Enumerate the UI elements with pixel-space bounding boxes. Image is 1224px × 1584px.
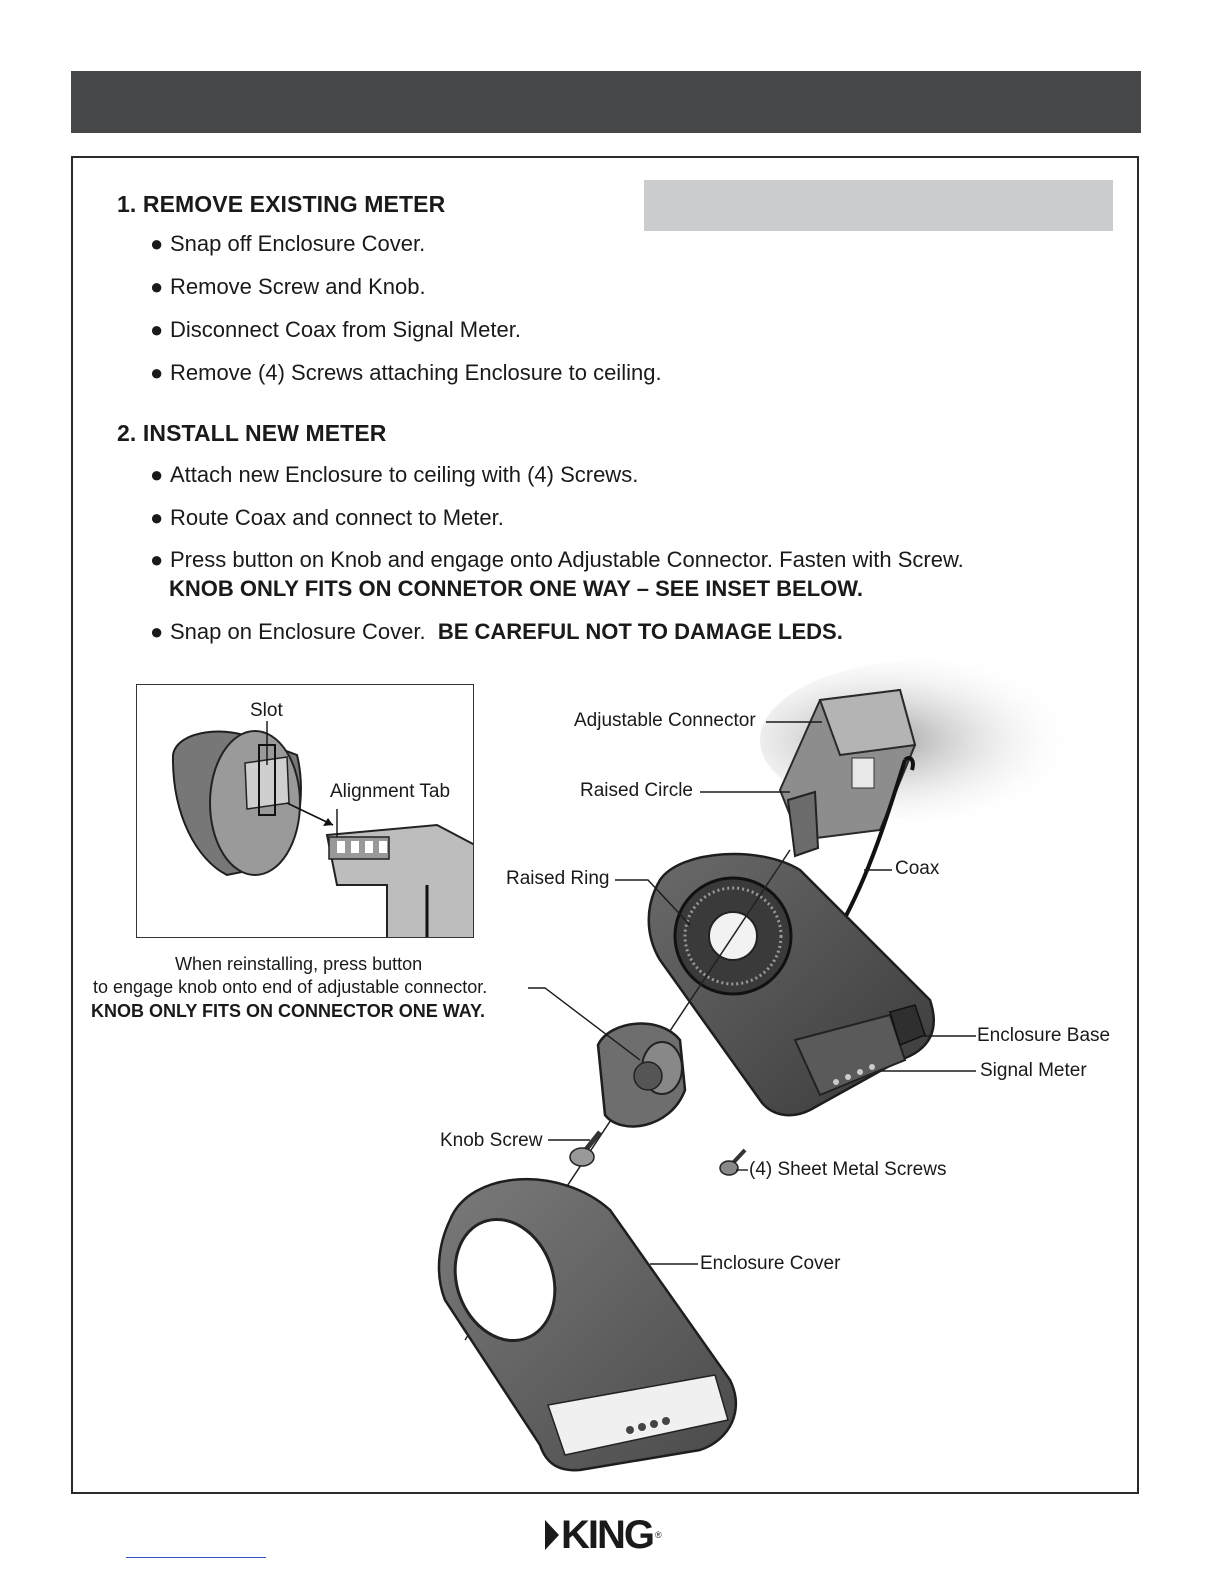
caption-line-3: KNOB ONLY FITS ON CONNECTOR ONE WAY. xyxy=(91,1001,485,1022)
slot-label: Slot xyxy=(250,700,283,722)
knob-art xyxy=(598,1024,685,1127)
sheet-metal-screw-art xyxy=(720,1150,745,1175)
alignment-inset: Slot Alignment Tab xyxy=(136,684,474,938)
signal-meter-label: Signal Meter xyxy=(980,1060,1087,1082)
raised-ring-label: Raised Ring xyxy=(506,868,610,890)
knob-screw-art xyxy=(570,1132,600,1166)
logo-arrow-icon xyxy=(545,1520,559,1550)
enclosure-cover-label: Enclosure Cover xyxy=(700,1253,840,1275)
sheet-metal-screws-label: (4) Sheet Metal Screws xyxy=(749,1159,946,1181)
enclosure-base-label: Enclosure Base xyxy=(977,1025,1110,1047)
logo-wordmark: KING xyxy=(561,1513,653,1558)
knob-screw-label: Knob Screw xyxy=(440,1130,542,1152)
king-logo: KING® xyxy=(545,1513,662,1557)
alignment-tab-label: Alignment Tab xyxy=(330,781,450,803)
inset-illustration xyxy=(137,685,474,938)
raised-circle-label: Raised Circle xyxy=(580,780,693,802)
adjustable-connector-label: Adjustable Connector xyxy=(574,710,756,732)
caption-line-1: When reinstalling, press button xyxy=(175,954,422,975)
registered-mark: ® xyxy=(655,1530,662,1540)
footer-link-underline xyxy=(126,1557,266,1558)
coax-label: Coax xyxy=(895,858,939,880)
caption-line-2: to engage knob onto end of adjustable co… xyxy=(93,977,487,998)
enclosure-base-art xyxy=(649,854,934,1115)
enclosure-cover-art xyxy=(439,1179,736,1470)
